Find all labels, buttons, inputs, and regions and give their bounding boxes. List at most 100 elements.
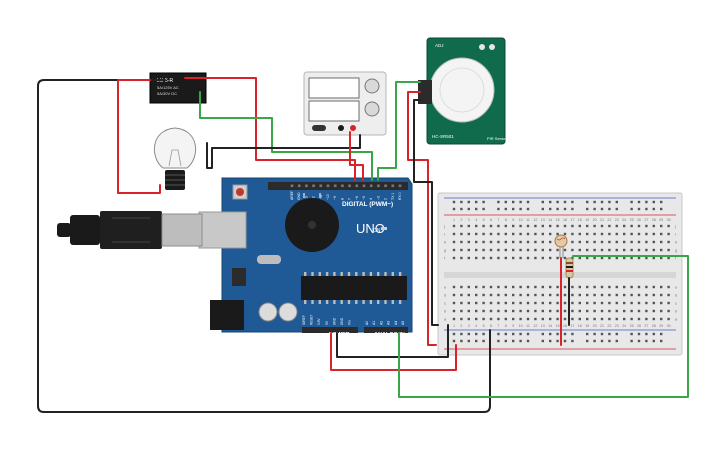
voltage-knob[interactable] xyxy=(364,78,380,94)
breadboard-hole[interactable] xyxy=(526,309,530,313)
breadboard-hole[interactable] xyxy=(460,248,463,252)
breadboard-hole[interactable] xyxy=(571,317,574,321)
breadboard-hole[interactable] xyxy=(452,317,456,321)
breadboard-hole[interactable] xyxy=(512,248,515,252)
rail-hole[interactable] xyxy=(519,200,522,204)
breadboard-hole[interactable] xyxy=(645,248,648,252)
breadboard-hole[interactable] xyxy=(586,309,589,313)
breadboard-hole[interactable] xyxy=(615,248,618,252)
breadboard-hole[interactable] xyxy=(571,232,574,236)
breadboard-hole[interactable] xyxy=(645,293,648,297)
rail-hole[interactable] xyxy=(600,207,604,211)
breadboard-hole[interactable] xyxy=(652,256,655,260)
breadboard-hole[interactable] xyxy=(667,248,670,252)
rail-hole[interactable] xyxy=(452,339,456,343)
breadboard-hole[interactable] xyxy=(652,301,655,305)
rail-hole[interactable] xyxy=(556,200,559,204)
breadboard-hole[interactable] xyxy=(460,317,463,321)
breadboard-hole[interactable] xyxy=(645,317,648,321)
breadboard-hole[interactable] xyxy=(600,301,604,305)
breadboard-hole[interactable] xyxy=(512,285,515,289)
breadboard-hole[interactable] xyxy=(504,224,507,228)
rail-hole[interactable] xyxy=(563,200,567,204)
rail-hole[interactable] xyxy=(608,207,611,211)
breadboard-hole[interactable] xyxy=(652,232,655,236)
breadboard-hole[interactable] xyxy=(652,309,655,313)
breadboard-hole[interactable] xyxy=(600,309,604,313)
usb-cable-icon[interactable] xyxy=(57,211,203,249)
rail-hole[interactable] xyxy=(600,339,604,343)
breadboard-hole[interactable] xyxy=(586,232,589,236)
breadboard-hole[interactable] xyxy=(637,232,641,236)
wire-black-loop[interactable] xyxy=(37,79,491,413)
rail-hole[interactable] xyxy=(549,332,552,336)
breadboard-hole[interactable] xyxy=(667,224,670,228)
rail-hole[interactable] xyxy=(541,200,544,204)
breadboard-hole[interactable] xyxy=(467,248,470,252)
breadboard-hole[interactable] xyxy=(549,232,552,236)
breadboard-hole[interactable] xyxy=(475,309,478,313)
breadboard-hole[interactable] xyxy=(660,248,663,252)
breadboard-hole[interactable] xyxy=(645,256,648,260)
breadboard-hole[interactable] xyxy=(549,256,552,260)
breadboard-hole[interactable] xyxy=(637,248,641,252)
breadboard-hole[interactable] xyxy=(563,293,567,297)
breadboard-hole[interactable] xyxy=(637,256,641,260)
breadboard-hole[interactable] xyxy=(586,248,589,252)
breadboard-hole[interactable] xyxy=(504,256,507,260)
rail-hole[interactable] xyxy=(571,207,574,211)
digital-pin[interactable] xyxy=(377,184,380,188)
breadboard-hole[interactable] xyxy=(467,240,470,244)
breadboard-hole[interactable] xyxy=(630,293,633,297)
rail-hole[interactable] xyxy=(452,332,456,336)
breadboard-hole[interactable] xyxy=(623,256,626,260)
breadboard-hole[interactable] xyxy=(512,317,515,321)
rail-hole[interactable] xyxy=(497,207,500,211)
breadboard-hole[interactable] xyxy=(660,224,663,228)
breadboard-hole[interactable] xyxy=(660,256,663,260)
breadboard-hole[interactable] xyxy=(608,301,611,305)
rail-hole[interactable] xyxy=(549,339,552,343)
breadboard-hole[interactable] xyxy=(667,285,670,289)
breadboard-hole[interactable] xyxy=(563,248,567,252)
breadboard-hole[interactable] xyxy=(630,224,633,228)
breadboard-hole[interactable] xyxy=(637,285,641,289)
breadboard-hole[interactable] xyxy=(519,301,522,305)
breadboard-hole[interactable] xyxy=(608,285,611,289)
rail-hole[interactable] xyxy=(645,339,648,343)
breadboard-hole[interactable] xyxy=(497,285,500,289)
breadboard-hole[interactable] xyxy=(630,309,633,313)
digital-pin[interactable] xyxy=(362,184,366,188)
breadboard-hole[interactable] xyxy=(549,224,552,228)
rail-hole[interactable] xyxy=(482,332,485,336)
breadboard-hole[interactable] xyxy=(504,317,507,321)
breadboard-hole[interactable] xyxy=(475,240,478,244)
rail-hole[interactable] xyxy=(637,207,641,211)
breadboard-hole[interactable] xyxy=(512,240,515,244)
breadboard-hole[interactable] xyxy=(460,285,463,289)
breadboard-hole[interactable] xyxy=(504,293,507,297)
breadboard-hole[interactable] xyxy=(608,293,611,297)
breadboard-hole[interactable] xyxy=(593,224,596,228)
breadboard-hole[interactable] xyxy=(549,285,552,289)
breadboard-hole[interactable] xyxy=(475,232,478,236)
breadboard-hole[interactable] xyxy=(467,309,470,313)
rail-hole[interactable] xyxy=(467,332,470,336)
breadboard-hole[interactable] xyxy=(637,317,641,321)
breadboard-hole[interactable] xyxy=(526,285,530,289)
breadboard-hole[interactable] xyxy=(475,301,478,305)
breadboard-hole[interactable] xyxy=(623,317,626,321)
rail-hole[interactable] xyxy=(467,339,470,343)
rail-hole[interactable] xyxy=(571,200,574,204)
breadboard-hole[interactable] xyxy=(519,293,522,297)
rail-hole[interactable] xyxy=(482,200,485,204)
breadboard-hole[interactable] xyxy=(452,293,456,297)
rail-hole[interactable] xyxy=(556,207,559,211)
breadboard-hole[interactable] xyxy=(534,232,537,236)
breadboard-hole[interactable] xyxy=(571,248,574,252)
breadboard-hole[interactable] xyxy=(549,309,552,313)
rail-hole[interactable] xyxy=(519,207,522,211)
rail-hole[interactable] xyxy=(637,200,641,204)
rail-hole[interactable] xyxy=(504,332,507,336)
breadboard-hole[interactable] xyxy=(489,256,493,260)
